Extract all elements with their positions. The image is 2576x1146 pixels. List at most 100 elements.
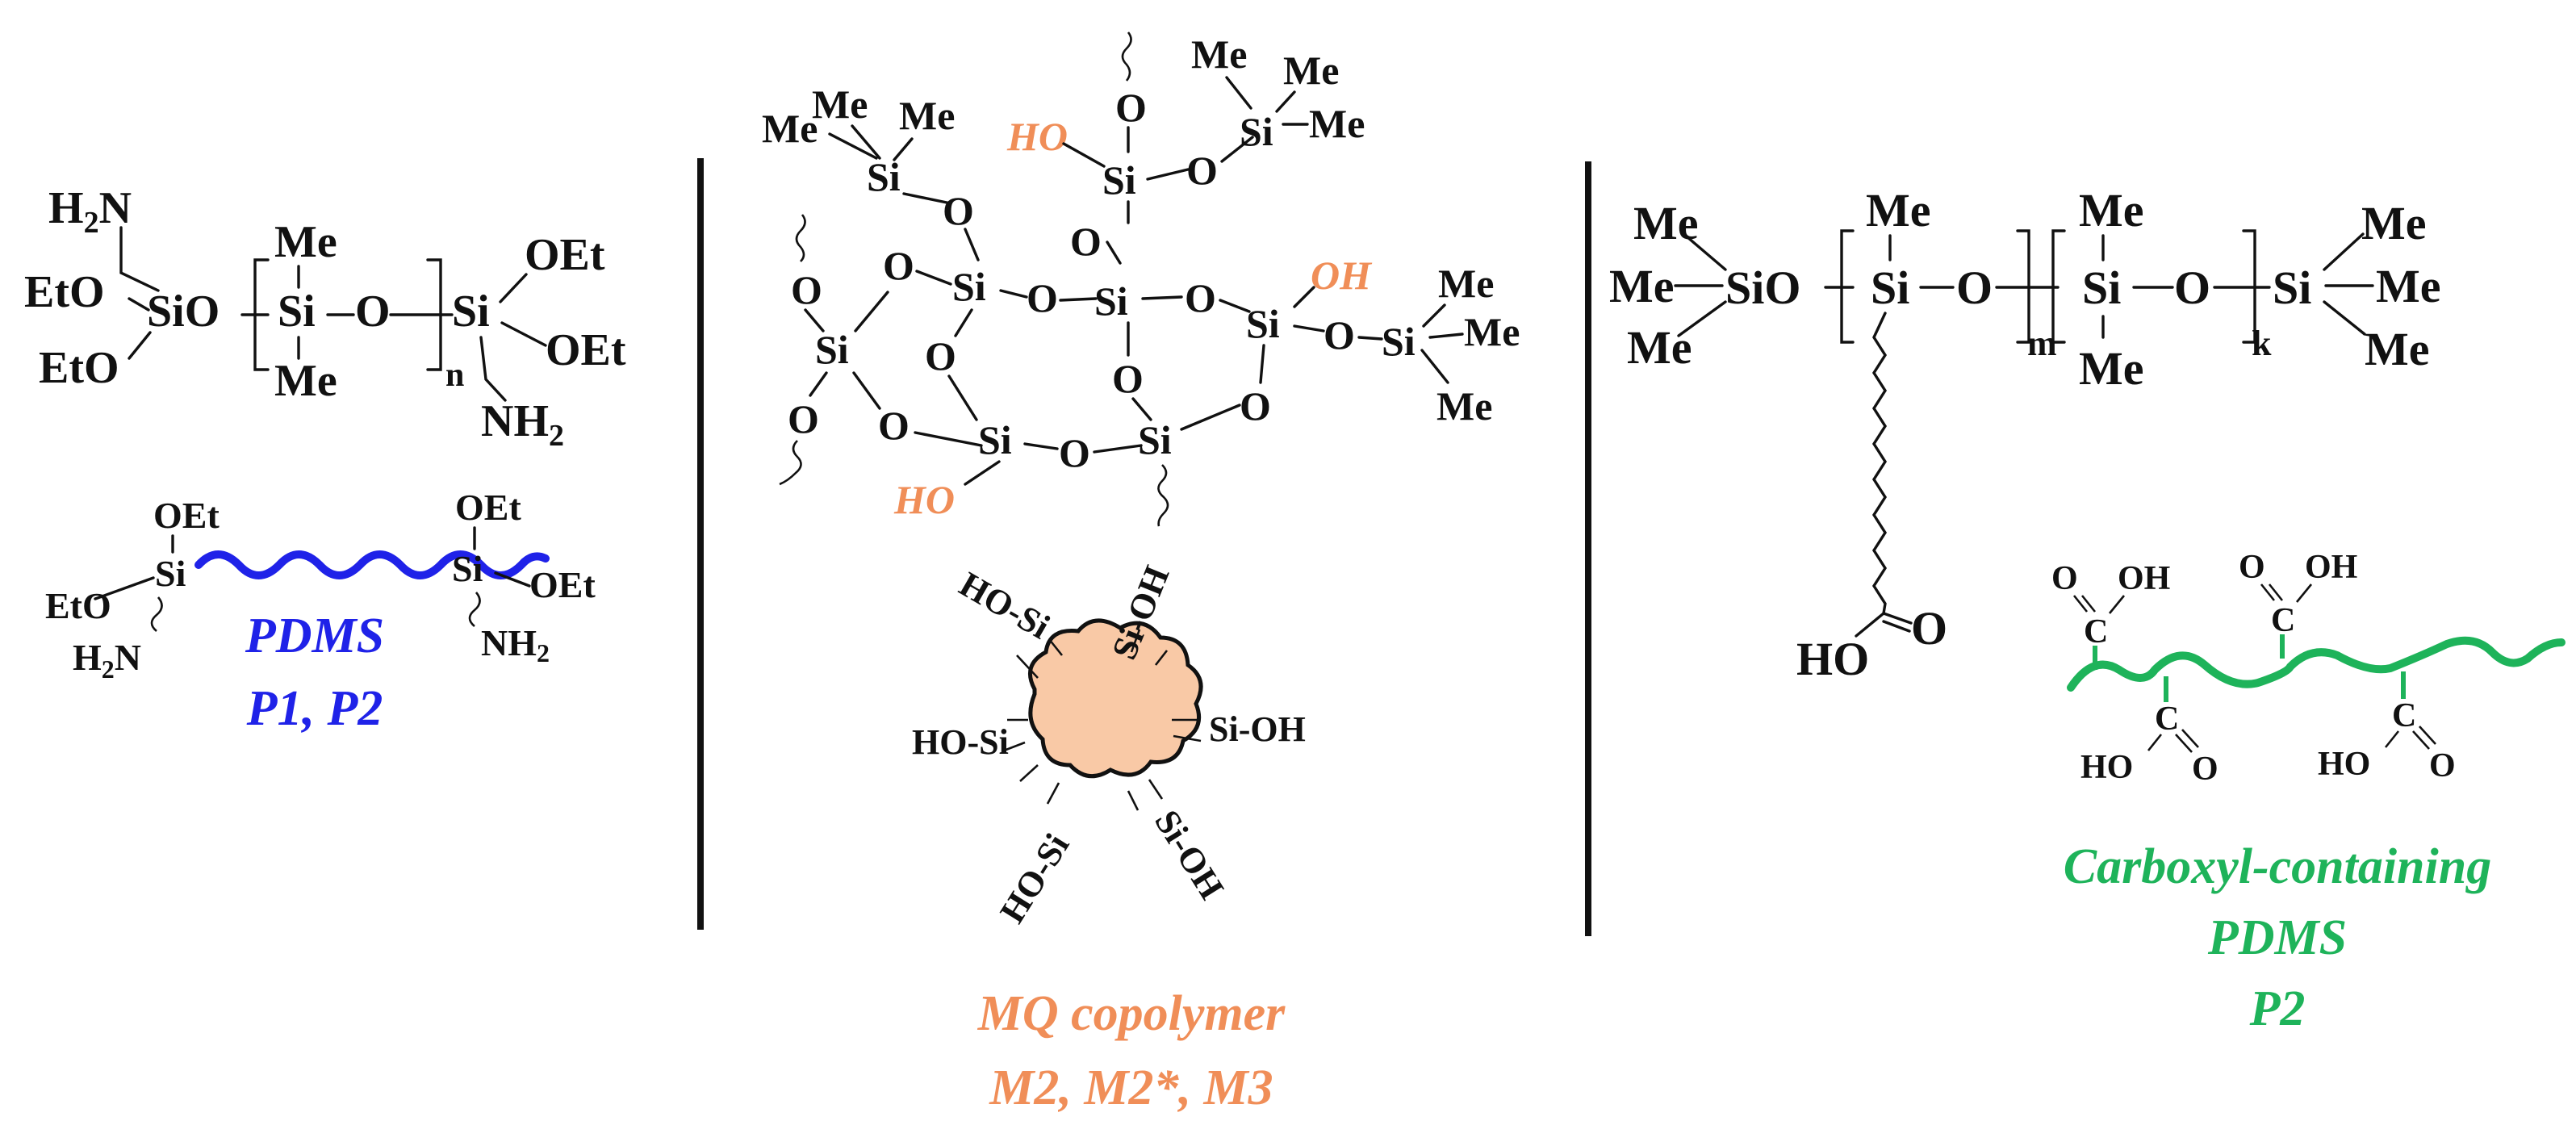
mq-particle — [1003, 618, 1203, 811]
pdms-chain-blue — [194, 550, 550, 579]
atom-si-tr: Si — [1240, 109, 1273, 154]
hosi-label-3: HO-Si — [992, 827, 1077, 931]
atom-c-d2: C — [2392, 697, 2416, 734]
atom-oh-u1: OH — [2118, 560, 2170, 597]
atom-o-c1: O — [1112, 356, 1144, 401]
mq-resin-structure: Me Me Me Si O O HO Si O Si Me Me Me O Si… — [762, 31, 1520, 527]
subscript-k: k — [2252, 324, 2272, 363]
atom-me-tr2: Me — [1283, 48, 1339, 93]
atom-me-r3: Me — [1436, 383, 1492, 429]
atom-h2n-top: H2N — [48, 183, 132, 240]
atom-ho-d2: HO — [2318, 746, 2370, 783]
atom-o-l2: O — [788, 396, 819, 441]
atom-si-r4: Si — [1382, 319, 1416, 364]
atom-si-top: Si — [1102, 157, 1136, 203]
atom-me-r2: Me — [1464, 309, 1520, 354]
atom-si-tl: Si — [867, 154, 901, 199]
atom-o-r2: O — [1027, 275, 1058, 320]
atom-o-l4: O — [925, 333, 956, 379]
atom-ho-bottom: HO — [893, 477, 955, 522]
atom-o-l1: O — [791, 267, 822, 312]
atom-me-c2: Me — [1609, 260, 1675, 312]
carboxyl-label-1: Carboxyl-containing — [2064, 839, 2492, 894]
atom-ho-acid: HO — [1796, 633, 1869, 685]
carboxyl-label-2: PDMS — [2207, 910, 2347, 965]
sioh-label-2: Si-OH — [1209, 709, 1306, 749]
atom-oet-right-1: OEt — [525, 230, 605, 280]
atom-eto-1: EtO — [24, 267, 105, 317]
atom-me-bottom: Me — [274, 356, 337, 406]
carboxyl-label-3: P2 — [2249, 981, 2306, 1036]
atom-o-b1: O — [1059, 430, 1090, 475]
pdms-sample-ids: P1, P2 — [246, 681, 383, 736]
atom-o-acid: O — [1911, 602, 1947, 655]
atom-me-tl3: Me — [899, 93, 955, 138]
atom-me-tl1: Me — [762, 106, 818, 151]
atom-me-e1: Me — [2361, 197, 2427, 249]
atom-oet-s1: OEt — [153, 495, 220, 536]
amine-pdms-structure: H2N EtO EtO SiO Me Si Me O n Si OEt OEt … — [24, 183, 626, 453]
atom-me-k2: Me — [2079, 342, 2144, 395]
atom-o-top-r: O — [1186, 148, 1218, 193]
sioh-label-3: Si-OH — [1147, 803, 1232, 906]
atom-me-r1: Me — [1438, 261, 1494, 306]
atom-o-r1: O — [883, 243, 914, 288]
atom-o-r4: O — [1324, 312, 1355, 358]
atom-sio-left: SiO — [147, 286, 220, 337]
atom-si-ring2: Si — [1094, 278, 1128, 324]
carboxyl-chain-green — [2067, 636, 2566, 692]
atom-eto-2: EtO — [39, 343, 119, 393]
atom-si-right: Si — [452, 286, 490, 337]
atom-ho-d1: HO — [2080, 749, 2133, 786]
atom-o-tl: O — [943, 188, 974, 233]
atom-oet-s2: OEt — [455, 487, 521, 528]
pdms-schematic: OEt Si EtO H2N OEt Si OEt NH2 — [45, 487, 596, 684]
atom-c-u1: C — [2084, 613, 2108, 650]
atom-o-u1: O — [2051, 560, 2078, 597]
atom-o-l3: O — [878, 403, 910, 448]
atom-me-m: Me — [1866, 184, 1931, 236]
atom-me-c1: Me — [1633, 197, 1699, 249]
atom-o-c2: O — [1240, 383, 1271, 429]
atom-o-d1: O — [2192, 751, 2218, 788]
carboxyl-pdms-structure: Me Me Me SiO Me Si O m O HO Me Si Me O — [1609, 184, 2441, 685]
atom-oet-right-2: OEt — [546, 325, 626, 375]
atom-o-r3: O — [1185, 275, 1216, 320]
atom-o-k: O — [2174, 261, 2210, 314]
atom-o-top: O — [1115, 85, 1147, 130]
atom-oh-u2: OH — [2305, 549, 2357, 586]
atom-eto-s1: EtO — [45, 585, 111, 626]
atom-si-k: Si — [2082, 261, 2121, 314]
atom-si-ring3: Si — [1246, 301, 1280, 346]
atom-c-d1: C — [2155, 701, 2179, 738]
atom-o-top-b: O — [1070, 219, 1102, 264]
mq-label: MQ copolymer — [977, 986, 1286, 1041]
atom-me-tl2: Me — [812, 82, 868, 127]
mq-particle-body — [1027, 618, 1203, 779]
atom-c-u2: C — [2271, 602, 2295, 639]
atom-o-u2: O — [2239, 549, 2265, 586]
atom-oh-right: OH — [1311, 253, 1373, 298]
atom-o-mid: O — [355, 286, 391, 337]
atom-me-e2: Me — [2376, 260, 2441, 312]
carboxyl-chain-schematic: C O OH C O OH C HO O C HO O — [2051, 549, 2566, 788]
mq-sample-ids: M2, M2*, M3 — [989, 1060, 1273, 1115]
atom-me-tr1: Me — [1191, 31, 1247, 77]
atom-o-d2: O — [2429, 747, 2456, 784]
atom-oet-s3: OEt — [529, 564, 596, 605]
atom-me-c3: Me — [1627, 321, 1692, 374]
atom-si-ring1: Si — [952, 264, 986, 309]
atom-si-s2: Si — [452, 548, 483, 589]
hosi-label-1: HO-Si — [953, 564, 1056, 646]
atom-si-m: Si — [1871, 261, 1909, 314]
atom-si-l: Si — [815, 327, 849, 372]
atom-h2n-s1: H2N — [73, 637, 141, 684]
atom-nh2-right: NH2 — [481, 396, 564, 453]
atom-me-k1: Me — [2079, 184, 2144, 236]
atom-si-b2: Si — [1138, 417, 1172, 462]
atom-me-top: Me — [274, 217, 337, 267]
pdms-label: PDMS — [245, 609, 384, 663]
subscript-n: n — [445, 357, 464, 394]
